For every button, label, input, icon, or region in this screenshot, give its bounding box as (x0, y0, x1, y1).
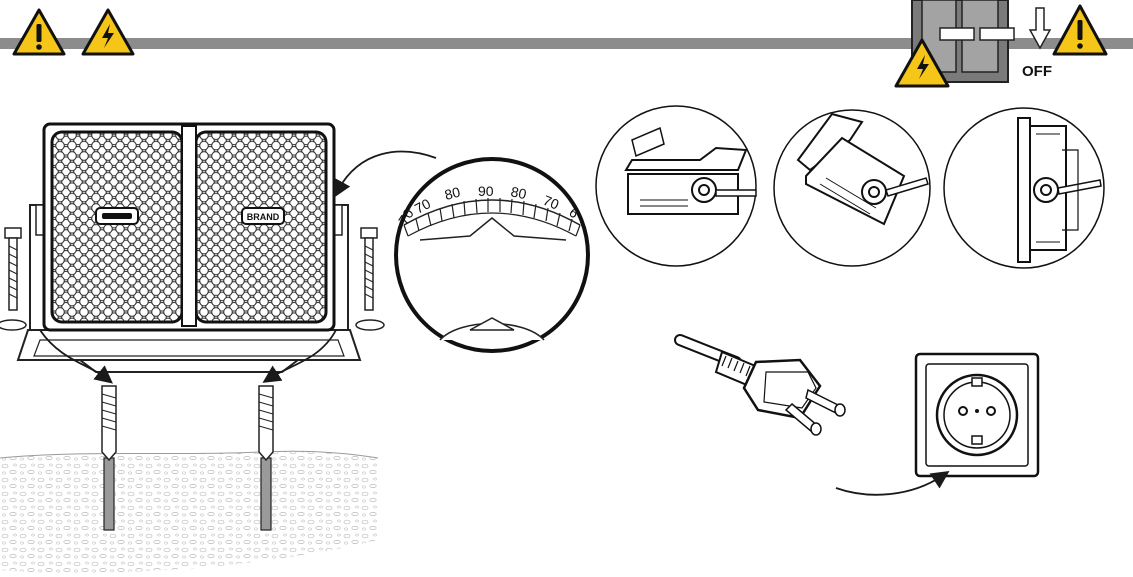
electric-shock-warning-icon (894, 38, 950, 88)
bolt-left (4, 227, 22, 311)
exclamation-warning-icon (1052, 4, 1108, 56)
panel-badge-right (241, 207, 285, 225)
lamp-panel-right (194, 130, 328, 324)
arrow-to-angle-scale (333, 150, 437, 198)
tilt-view-vertical (943, 107, 1105, 269)
base-washer-right (355, 319, 385, 331)
wall-plug-right (258, 385, 274, 531)
header-band (0, 38, 1133, 49)
tilt-view-closed (595, 105, 757, 267)
arrow-to-left-anchor (39, 329, 113, 384)
ground-surface (0, 450, 379, 573)
arrow-to-right-anchor (262, 329, 337, 383)
brand-label: BRAND (247, 212, 280, 222)
angle-scale-magnifier (394, 157, 590, 353)
angle-tick-label: 80 (443, 184, 462, 203)
angle-tick-label: 90 (478, 183, 494, 199)
arrow-plug-to-socket (835, 471, 950, 496)
arrow-down-icon (1028, 7, 1052, 50)
wall-plug-left (101, 385, 117, 531)
bolt-right (360, 227, 378, 311)
angle-tick-label: 70 (412, 195, 433, 217)
switch-state-label: OFF (1022, 63, 1052, 80)
floodlight: BRAND (0, 122, 385, 373)
power-plug-icon (674, 334, 846, 436)
base-washer-left (0, 319, 27, 331)
angle-tick-label: 70 (395, 206, 417, 228)
electric-shock-warning-icon (81, 8, 135, 56)
exclamation-warning-icon (12, 8, 66, 56)
wall-socket-icon (914, 352, 1040, 478)
lamp-panel-left (50, 130, 184, 324)
angle-tick-label: 80 (509, 183, 528, 202)
tilt-view-angled (773, 109, 931, 267)
angle-tick-label: 70 (541, 192, 562, 213)
